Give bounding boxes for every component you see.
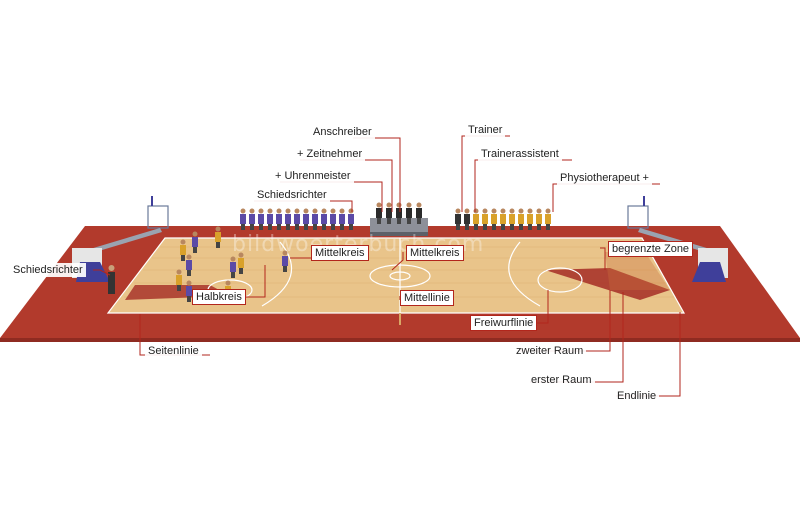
label-physiotherapeut: Physiotherapeut + xyxy=(557,171,652,185)
table-officials xyxy=(376,202,422,224)
bench-player xyxy=(491,208,497,230)
label-uhrenmeister: + Uhrenmeister xyxy=(272,169,354,183)
players xyxy=(176,226,288,302)
court-player xyxy=(192,231,198,253)
bench-player xyxy=(240,208,246,230)
court-player xyxy=(186,280,192,302)
bench-player xyxy=(464,208,470,230)
table-official xyxy=(376,202,382,224)
label-schiedsrichter-table: Schiedsrichter xyxy=(254,188,330,202)
bench-player xyxy=(249,208,255,230)
bench-left xyxy=(240,208,354,230)
label-freiwurflinie: Freiwurflinie xyxy=(470,315,538,331)
label-begrenzte-zone: begrenzte Zone xyxy=(608,241,694,257)
label-seitenlinie: Seitenlinie xyxy=(145,344,202,358)
court-lines xyxy=(106,237,686,314)
bench-player xyxy=(482,208,488,230)
bench-player xyxy=(285,208,291,230)
side-referee xyxy=(108,265,115,294)
label-halbkreis: Halbkreis xyxy=(192,289,246,305)
bench-player xyxy=(545,208,551,230)
scorers-table xyxy=(370,218,428,236)
bench-player xyxy=(330,208,336,230)
label-zeitnehmer: + Zeitnehmer xyxy=(294,147,366,161)
key-right xyxy=(545,268,670,300)
label-zweiter-raum: zweiter Raum xyxy=(513,344,587,358)
table-official xyxy=(416,202,422,224)
court-player xyxy=(282,250,288,272)
label-mittellinie: Mittellinie xyxy=(400,290,454,306)
floor-surround-shade xyxy=(0,338,800,342)
bench-player xyxy=(303,208,309,230)
label-schiedsrichter-side: Schiedsrichter xyxy=(10,263,86,277)
key-right-zone xyxy=(605,252,670,290)
bench-player xyxy=(509,208,515,230)
court-player xyxy=(180,239,186,261)
court-player xyxy=(230,256,236,278)
label-mittelkreis-left: Mittelkreis xyxy=(311,245,369,261)
bench-player xyxy=(455,208,461,230)
court-player xyxy=(238,252,244,274)
bench-player xyxy=(518,208,524,230)
table-official xyxy=(406,202,412,224)
label-trainer: Trainer xyxy=(465,123,506,137)
bench-player xyxy=(267,208,273,230)
bench-player xyxy=(321,208,327,230)
bench-player xyxy=(536,208,542,230)
court-player xyxy=(215,226,221,248)
label-endlinie: Endlinie xyxy=(614,389,660,403)
label-anschreiber: Anschreiber xyxy=(310,125,375,139)
bench-player xyxy=(500,208,506,230)
bench-player xyxy=(339,208,345,230)
basket-left xyxy=(72,196,169,282)
bench-player xyxy=(276,208,282,230)
court-player xyxy=(176,269,182,291)
table-official xyxy=(386,202,392,224)
bench-player xyxy=(258,208,264,230)
label-erster-raum: erster Raum xyxy=(528,373,595,387)
bench-player xyxy=(527,208,533,230)
court-player xyxy=(186,254,192,276)
court-wood xyxy=(108,238,684,313)
label-mittelkreis-right: Mittelkreis xyxy=(406,245,464,261)
bench-player xyxy=(312,208,318,230)
bench-right xyxy=(455,208,551,230)
bench-player xyxy=(294,208,300,230)
label-trainerassistent: Trainerassistent xyxy=(478,147,562,161)
